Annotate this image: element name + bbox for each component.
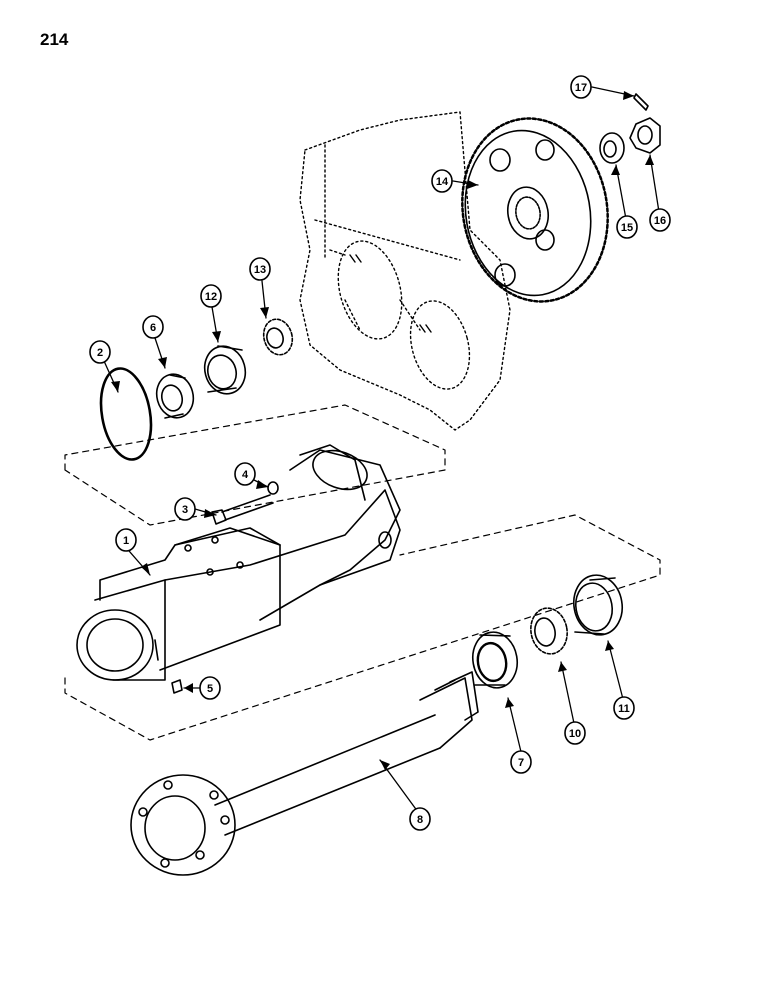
- callout-10: 10: [564, 721, 586, 745]
- callout-label: 14: [436, 176, 449, 188]
- callout-4: 4: [234, 462, 256, 486]
- callout-label: 5: [207, 683, 213, 695]
- callout-11: 11: [613, 696, 635, 720]
- callout-bubble: [510, 750, 532, 774]
- callout-bubble: [616, 215, 638, 239]
- axle-shaft: [130, 671, 479, 876]
- callout-label: 7: [518, 757, 524, 769]
- assembly-boundary: [64, 404, 661, 741]
- callout-13: 13: [249, 257, 271, 281]
- callout-bubble: [89, 340, 111, 364]
- callout-bubble: [613, 696, 635, 720]
- callout-bubble: [249, 257, 271, 281]
- callout-14: 14: [431, 169, 453, 193]
- callout-bubble: [431, 169, 453, 193]
- callout-8: 8: [409, 807, 431, 831]
- oil-seal: [155, 373, 195, 419]
- callout-label: 3: [182, 504, 188, 516]
- callout-label: 10: [569, 728, 581, 740]
- leader-lines: [103, 86, 660, 813]
- callout-label: 6: [150, 322, 156, 334]
- callout-label: 4: [242, 469, 249, 481]
- callout-bubble: [199, 676, 221, 700]
- bearing-cone: [262, 318, 294, 356]
- o-ring: [99, 367, 153, 461]
- axle-bearing-cone: [530, 607, 568, 655]
- plug: [171, 679, 183, 694]
- lock-washer: [267, 481, 279, 495]
- callout-6: 6: [142, 315, 164, 339]
- callout-12: 12: [200, 284, 222, 308]
- bull-gear: [461, 117, 609, 303]
- final-drive-housing: [76, 444, 401, 681]
- callout-bubble: [142, 315, 164, 339]
- callout-7: 7: [510, 750, 532, 774]
- callout-label: 2: [97, 347, 103, 359]
- callout-bubble: [570, 75, 592, 99]
- callout-5: 5: [199, 676, 221, 700]
- callout-3: 3: [174, 497, 196, 521]
- callout-bubble: [234, 462, 256, 486]
- callout-bubble: [200, 284, 222, 308]
- callout-bubble: [564, 721, 586, 745]
- washer: [599, 132, 625, 164]
- leader-arrowheads: [111, 91, 654, 770]
- page-number: 214: [40, 30, 69, 49]
- callout-label: 13: [254, 264, 266, 276]
- callout-16: 16: [649, 208, 671, 232]
- callout-bubble: [115, 528, 137, 552]
- callout-bubble: [409, 807, 431, 831]
- cotter-pin: [633, 93, 649, 111]
- callout-17: 17: [570, 75, 592, 99]
- bearing-cup: [203, 345, 247, 395]
- transmission-case-outline: [299, 111, 511, 431]
- callout-bubble: [649, 208, 671, 232]
- callout-label: 16: [654, 215, 666, 227]
- axle-seal: [471, 631, 519, 689]
- castle-nut: [629, 117, 661, 154]
- callout-bubble: [174, 497, 196, 521]
- callout-1: 1: [115, 528, 137, 552]
- callout-label: 8: [417, 814, 423, 826]
- callout-15: 15: [616, 215, 638, 239]
- callout-label: 17: [575, 82, 587, 94]
- callout-label: 12: [205, 291, 217, 303]
- axle-bearing-cup: [572, 574, 624, 636]
- bolt: [211, 494, 274, 525]
- callout-2: 2: [89, 340, 111, 364]
- callout-label: 15: [621, 222, 633, 234]
- callout-label: 11: [618, 703, 630, 715]
- callout-label: 1: [123, 535, 129, 547]
